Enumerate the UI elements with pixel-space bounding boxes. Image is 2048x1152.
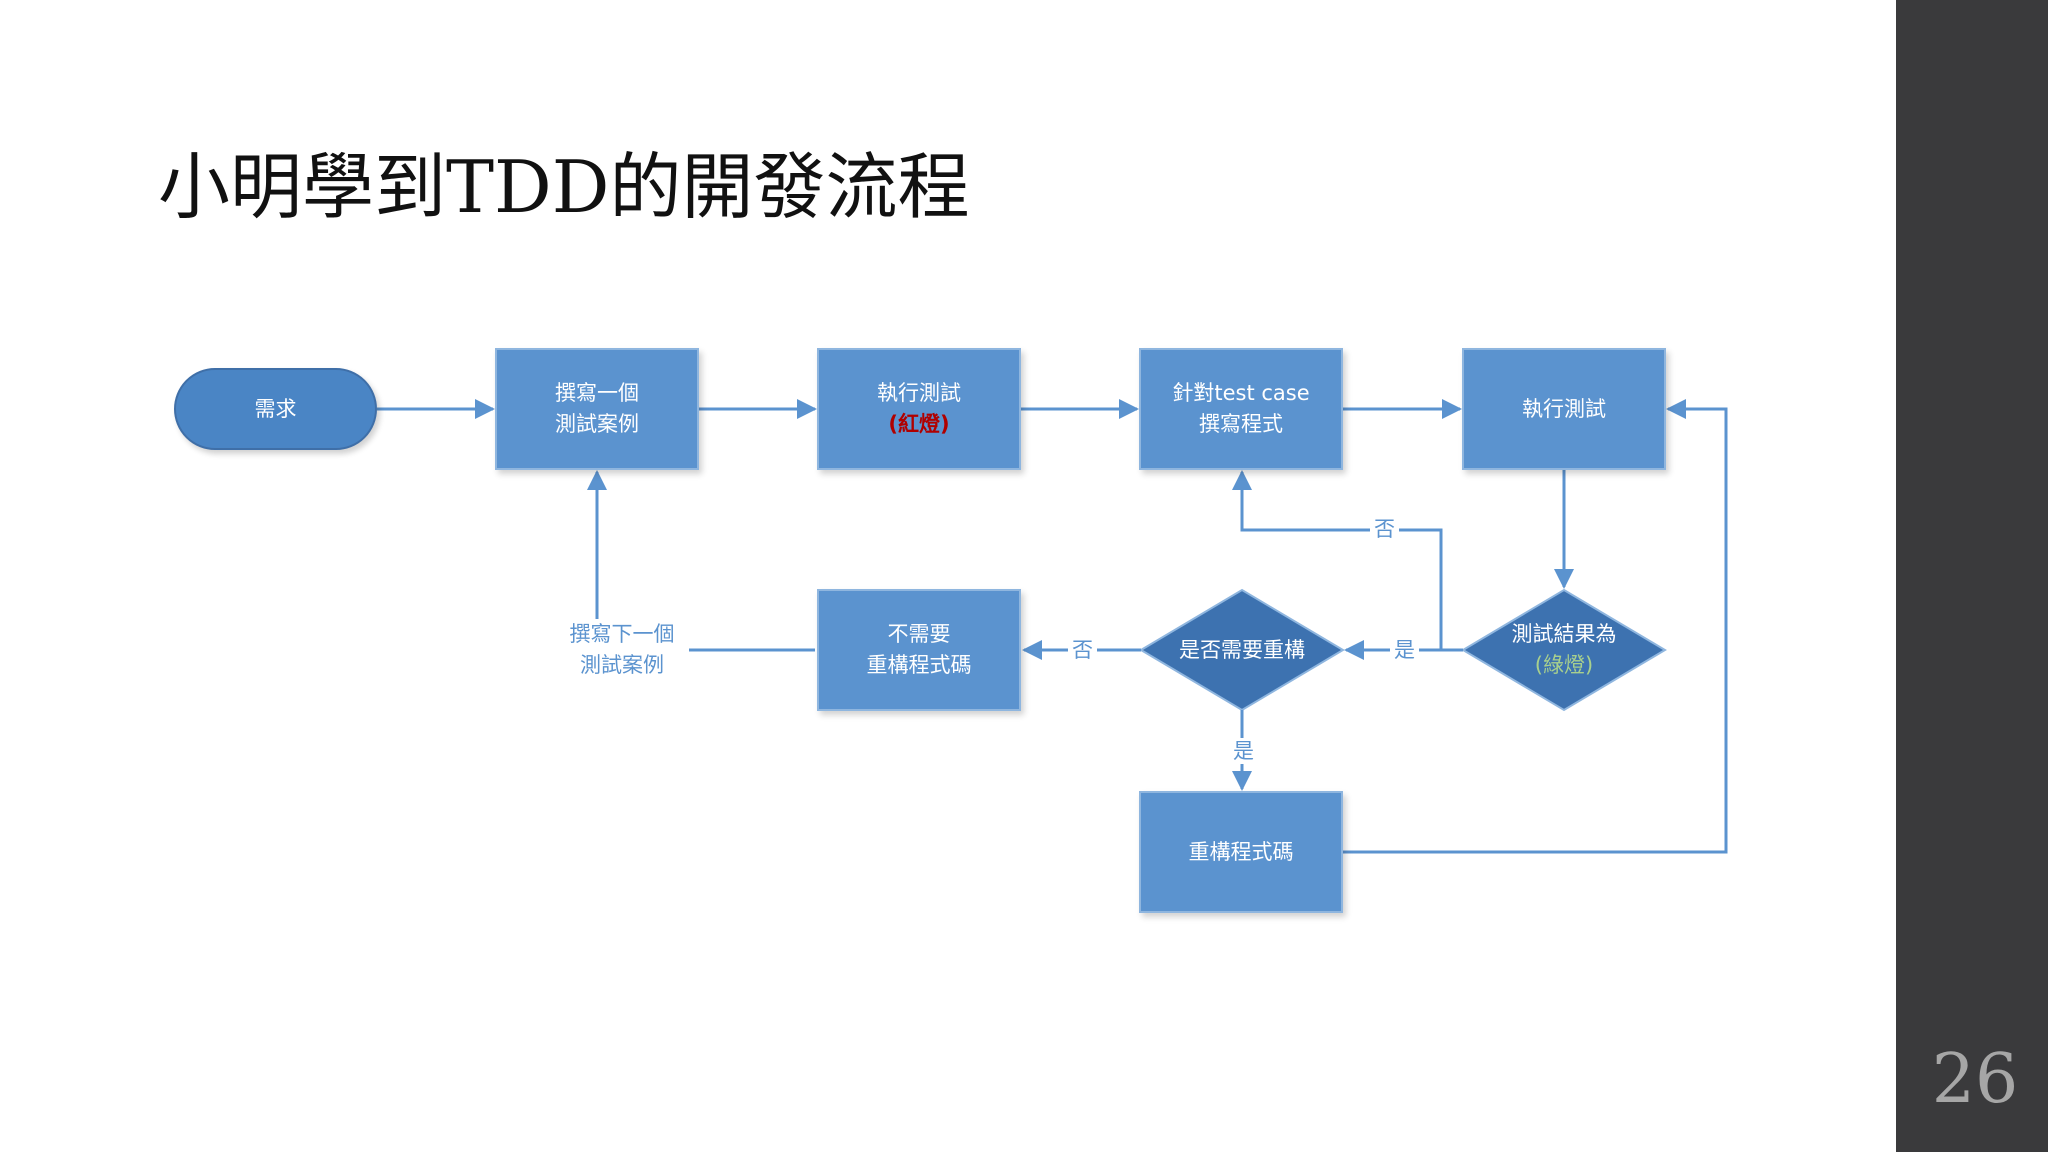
node-write-code: 針對test case 撰寫程式 bbox=[1139, 348, 1343, 470]
page-number: 26 bbox=[1931, 1040, 2019, 1119]
edge-label-yes-down-refactor: 是 bbox=[1229, 738, 1258, 764]
decision-need-refactor: 是否需要重構 bbox=[1141, 590, 1343, 710]
decision-test-result: 測試結果為 (綠燈) bbox=[1463, 590, 1665, 710]
node-write-code-line1: 針對test case bbox=[1172, 381, 1310, 405]
node-run-test-red: 執行測試 (紅燈) bbox=[817, 348, 1021, 470]
edge-result-no-to-write-code bbox=[1232, 470, 1443, 650]
node-refactor-label: 重構程式碼 bbox=[1188, 839, 1294, 864]
node-no-refactor: 不需要 重構程式碼 bbox=[817, 589, 1021, 711]
node-run-test: 執行測試 bbox=[1462, 348, 1666, 470]
edge-label-yes-to-refactor-question: 是 bbox=[1390, 637, 1419, 663]
decision-test-result-line1: 測試結果為 bbox=[1511, 622, 1617, 646]
decision-test-result-shape bbox=[1461, 588, 1667, 712]
node-requirement-label: 需求 bbox=[254, 396, 297, 421]
node-write-code-line2: 撰寫程式 bbox=[1199, 412, 1283, 436]
node-refactor: 重構程式碼 bbox=[1139, 791, 1343, 913]
flow-connectors bbox=[377, 399, 1728, 854]
edge-label-no-from-refactor-question: 否 bbox=[1068, 637, 1097, 663]
decision-need-refactor-label: 是否需要重構 bbox=[1179, 637, 1305, 662]
node-no-refactor-line2: 重構程式碼 bbox=[866, 653, 972, 677]
slide: 小明學到TDD的開發流程 需求 bbox=[158, 145, 1728, 913]
slide-sidebar bbox=[1896, 0, 2048, 1152]
node-run-test-label: 執行測試 bbox=[1522, 396, 1606, 421]
node-requirement: 需求 bbox=[174, 368, 377, 450]
slide-title: 小明學到TDD的開發流程 bbox=[158, 145, 970, 229]
decision-test-result-line2: (綠燈) bbox=[1534, 653, 1594, 677]
node-no-refactor-line1: 不需要 bbox=[887, 622, 951, 646]
node-write-test-case: 撰寫一個 測試案例 bbox=[495, 348, 699, 470]
edge-label-next-test-case-line1: 撰寫下一個 bbox=[569, 622, 675, 646]
node-write-test-case-line2: 測試案例 bbox=[555, 412, 639, 436]
edge-label-next-test-case-line2: 測試案例 bbox=[580, 653, 664, 677]
node-write-test-case-line1: 撰寫一個 bbox=[555, 381, 639, 405]
edge-label-no-back-to-code: 否 bbox=[1370, 516, 1399, 542]
node-run-test-red-line2: (紅燈) bbox=[888, 412, 950, 436]
edge-refactor-to-run-test bbox=[1343, 399, 1728, 854]
edge-label-next-test-case: 撰寫下一個 測試案例 bbox=[555, 619, 689, 681]
node-run-test-red-line1: 執行測試 bbox=[877, 381, 961, 405]
